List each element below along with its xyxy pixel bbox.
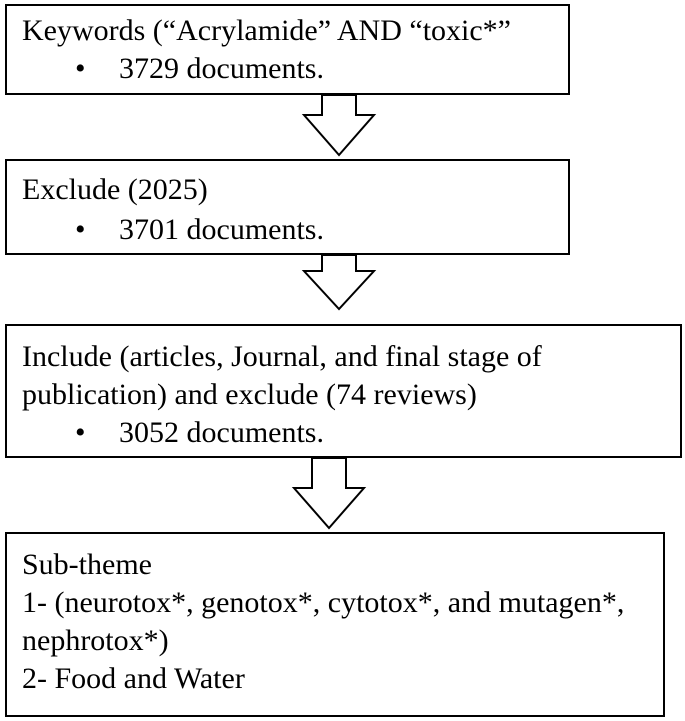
box-heading-line-2: publication) and exclude (74 reviews) <box>22 378 477 411</box>
bullet-dot-icon: • <box>75 213 86 246</box>
down-arrow-icon <box>291 457 367 530</box>
down-arrow-icon <box>301 254 377 311</box>
bullet-dot-icon: • <box>75 416 86 449</box>
box-heading: Keywords (“Acrylamide” AND “toxic*” <box>22 14 511 47</box>
sub-theme-item-2: 2- Food and Water <box>22 662 245 695</box>
box-heading: Sub-theme <box>22 548 152 581</box>
document-count: 3729 documents. <box>119 52 324 85</box>
document-count: 3701 documents. <box>119 213 324 246</box>
flow-box-exclude: Exclude (2025) • 3701 documents. <box>5 159 570 255</box>
box-heading-line-1: Include (articles, Journal, and final st… <box>22 340 542 373</box>
down-arrow-icon <box>301 94 377 157</box>
sub-theme-item-1-line-1: 1- (neurotox*, genotox*, cytotox*, and m… <box>22 586 625 619</box>
box-heading: Exclude (2025) <box>22 173 208 206</box>
bullet-dot-icon: • <box>75 52 86 85</box>
sub-theme-item-1-line-2: nephrotox*) <box>22 624 169 657</box>
document-count: 3052 documents. <box>119 416 324 449</box>
flow-box-include: Include (articles, Journal, and final st… <box>5 324 682 458</box>
flow-box-keywords: Keywords (“Acrylamide” AND “toxic*” • 37… <box>5 4 570 95</box>
flow-box-sub-theme: Sub-theme 1- (neurotox*, genotox*, cytot… <box>5 532 665 717</box>
